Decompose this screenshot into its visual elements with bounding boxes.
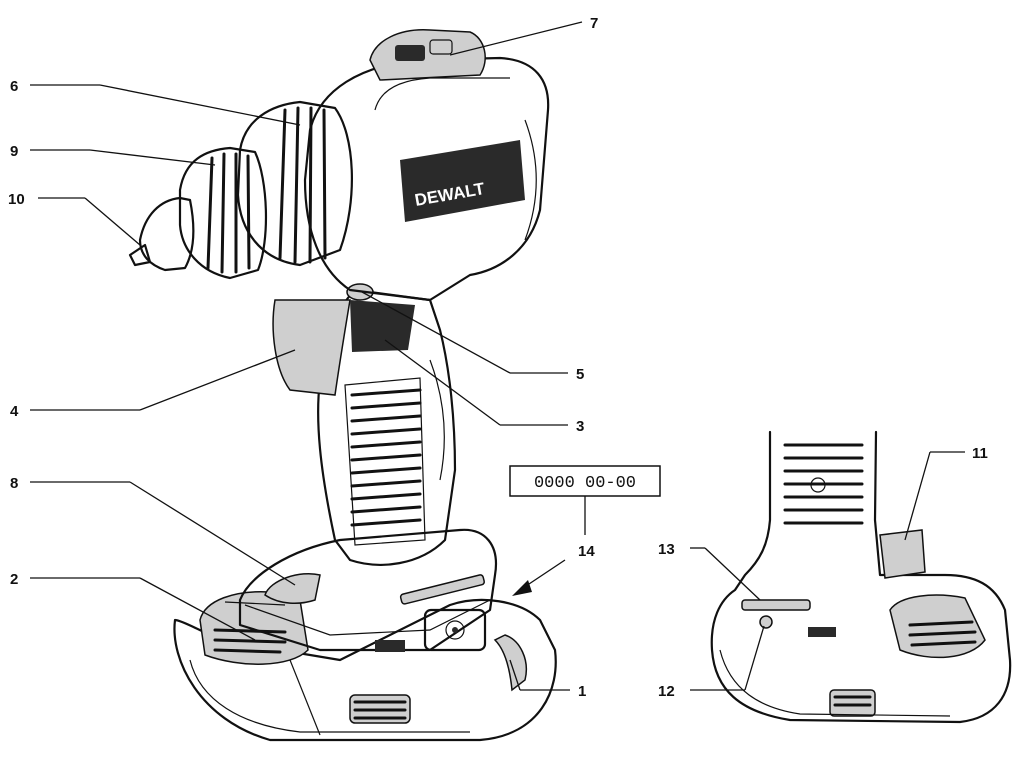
callout-2: 2 xyxy=(10,571,18,588)
drill-detail-view xyxy=(710,430,1012,724)
tool-base xyxy=(238,528,498,652)
trigger-area xyxy=(272,283,415,396)
date-code-text: 0000 00-00 xyxy=(534,474,636,493)
chuck-ribs xyxy=(206,152,251,274)
callout-4: 4 xyxy=(10,403,19,420)
drill-main-view: DEWALT xyxy=(128,29,557,742)
callout-5: 5 xyxy=(576,366,584,383)
leader-lines xyxy=(30,21,965,691)
callout-labels: 7 6 9 10 5 4 3 8 14 2 1 11 13 12 xyxy=(8,15,988,700)
callout-7: 7 xyxy=(590,15,598,32)
motor-housing: DEWALT xyxy=(303,29,550,302)
brand-panel: DEWALT xyxy=(400,140,525,222)
callout-9: 9 xyxy=(10,143,18,160)
callout-12: 12 xyxy=(658,683,675,700)
callout-13: 13 xyxy=(658,541,675,558)
callout-10: 10 xyxy=(8,191,25,208)
battery-pack xyxy=(173,591,557,742)
handle xyxy=(317,288,457,566)
clutch-ribs xyxy=(278,106,327,264)
callout-11: 11 xyxy=(972,445,988,462)
handle-grip-ribs xyxy=(350,388,422,527)
callout-3: 3 xyxy=(576,418,584,435)
chuck-assembly xyxy=(128,100,353,280)
callout-1: 1 xyxy=(578,683,586,700)
date-code-box: 0000 00-00 xyxy=(509,465,661,596)
callout-14: 14 xyxy=(578,543,595,560)
detail-grip-ribs xyxy=(783,443,864,525)
callout-8: 8 xyxy=(10,475,18,492)
callout-6: 6 xyxy=(10,78,18,95)
